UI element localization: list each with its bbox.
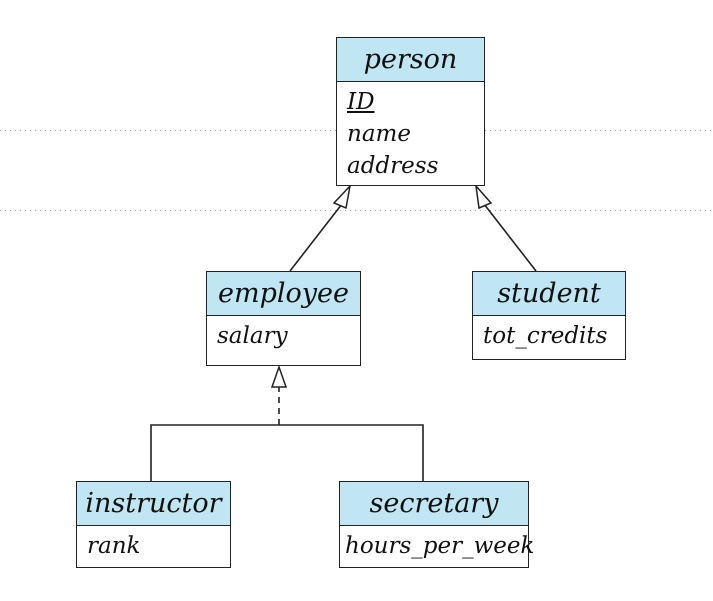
entity-employee: employee salary: [206, 271, 361, 366]
entity-instructor-title: instructor: [77, 482, 230, 526]
attribute-address: address: [347, 153, 439, 179]
entity-instructor-attributes: rank: [77, 526, 230, 562]
entity-person: person ID name address: [336, 37, 485, 186]
attribute-hours-per-week: hours_per_week: [345, 533, 535, 559]
entity-person-attributes: ID name address: [337, 82, 484, 182]
entity-employee-title: employee: [207, 272, 360, 316]
student-to-person-arrowhead: [474, 183, 493, 210]
entity-student-attributes: tot_credits: [473, 316, 625, 352]
entity-instructor: instructor rank: [76, 481, 231, 568]
entity-person-title: person: [337, 38, 484, 82]
entity-secretary: secretary hours_per_week: [339, 481, 535, 568]
entity-student: student tot_credits: [472, 271, 626, 360]
entity-secretary-title: secretary: [340, 482, 528, 526]
attribute-rank: rank: [87, 533, 141, 559]
attribute-tot-credits: tot_credits: [483, 323, 608, 349]
employee-to-person-arrowhead: [332, 183, 352, 210]
entity-employee-attributes: salary: [207, 316, 360, 352]
student-to-person-line: [483, 203, 537, 272]
employee-specialization-arrowhead: [270, 364, 288, 388]
subclass-connector-line: [150, 424, 424, 481]
attribute-name: name: [347, 121, 411, 147]
attribute-id-key: ID: [347, 89, 375, 115]
attribute-salary: salary: [217, 323, 288, 349]
entity-student-title: student: [473, 272, 625, 316]
employee-to-person-line: [289, 203, 343, 272]
entity-secretary-attributes: hours_per_week: [340, 526, 535, 562]
